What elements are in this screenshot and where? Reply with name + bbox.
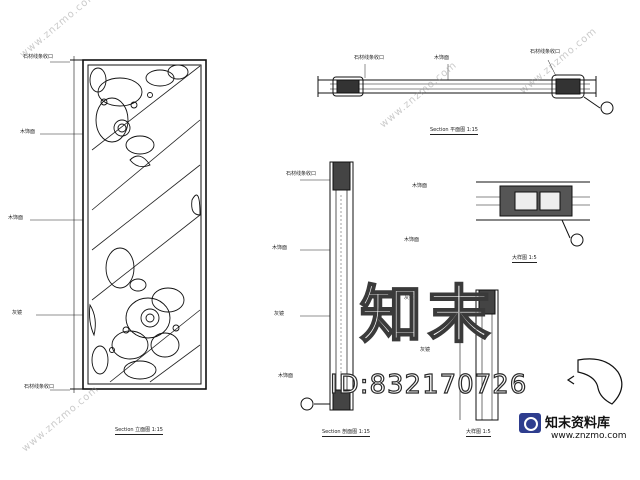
detail-note-1: 木饰面 <box>412 183 428 189</box>
detail-note-4: 灰镜 <box>420 347 431 353</box>
callout-plan-3: 石材线条收口 <box>530 49 561 55</box>
logo-watermark: 知末 <box>359 278 497 351</box>
callout-plan-2: 木饰面 <box>434 55 450 61</box>
section-note-1: 木饰面 <box>272 245 288 251</box>
callout-left-3: 灰镜 <box>12 310 23 316</box>
callout-left-2: 木饰面 <box>8 215 24 221</box>
caption-detail-b: 大样图 1:5 <box>466 429 491 437</box>
section-column <box>300 161 354 411</box>
caption-section: Section 剖面图 1:15 <box>322 429 370 437</box>
plan-section <box>317 74 614 115</box>
caption-elevation: Section 立面图 1:15 <box>115 427 163 435</box>
brand-name: 知末资料库 <box>545 416 611 431</box>
callout-plan-1: 石材线条收口 <box>354 55 385 61</box>
mirror-hatching <box>91 65 201 383</box>
caption-detail-a: 大样图 1:5 <box>512 255 537 263</box>
callout-left-1: 木饰面 <box>20 129 36 135</box>
molding-profile <box>566 358 623 405</box>
elevation-panel <box>70 56 207 393</box>
detail-vertical <box>459 289 499 421</box>
floral-ornament-bottom <box>89 247 185 380</box>
section-note-2: 灰镜 <box>274 311 285 317</box>
floral-ornament-top <box>89 64 201 216</box>
brand-badge: 知末资料库 www.znzmo.com <box>515 406 639 446</box>
section-note-3: 木饰面 <box>278 373 294 379</box>
caption-plan: Section 平面图 1:15 <box>430 127 478 135</box>
callout-section: 石材线条收口 <box>286 171 317 177</box>
callout-top-left: 石材线条收口 <box>23 54 54 60</box>
id-watermark: ID:832170726 <box>329 370 528 400</box>
callout-bottom-left: 石材线条收口 <box>24 384 55 390</box>
leader-lines <box>30 59 557 391</box>
detail-joint <box>476 181 590 247</box>
detail-note-3: 灰镜 <box>404 295 415 301</box>
brand-logo-icon <box>519 413 541 433</box>
brand-url: www.znzmo.com <box>551 431 627 441</box>
detail-note-2: 木饰面 <box>404 237 420 243</box>
